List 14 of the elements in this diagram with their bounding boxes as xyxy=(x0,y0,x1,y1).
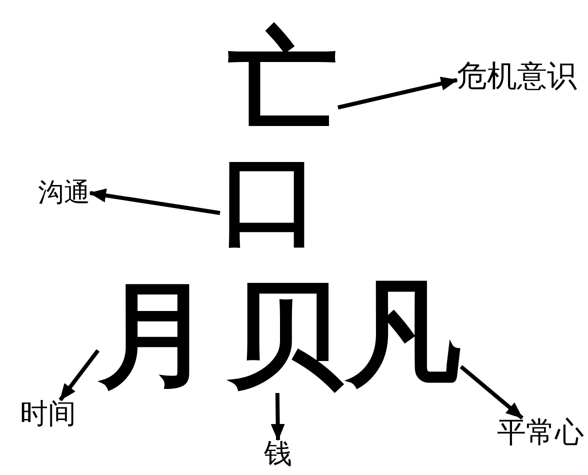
arrow xyxy=(338,76,458,110)
large-character: 贝 xyxy=(228,278,343,393)
arrow xyxy=(460,365,524,420)
label-text: 沟通 xyxy=(38,180,90,206)
label-text: 钱 xyxy=(264,440,292,468)
label-text: 平常心 xyxy=(497,418,584,447)
large-character: 月 xyxy=(98,278,213,393)
large-character: 口 xyxy=(220,150,320,250)
arrow xyxy=(270,392,285,441)
label-text: 危机意识 xyxy=(457,62,577,92)
arrow xyxy=(58,349,100,402)
label-text: 时间 xyxy=(20,400,76,428)
large-character: 凡 xyxy=(346,278,461,393)
arrow xyxy=(89,188,220,215)
